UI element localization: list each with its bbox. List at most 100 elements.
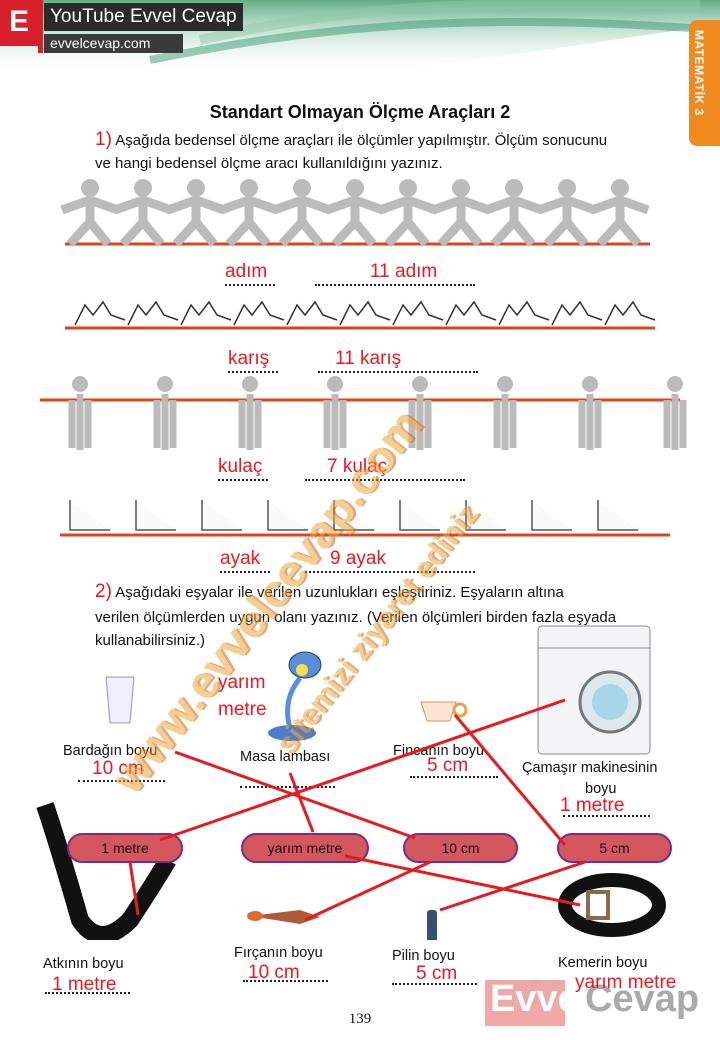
brush-icon [247,910,320,924]
option-1-metre[interactable]: 1 metre [67,833,183,863]
foot-icon [399,500,440,531]
dots [305,571,475,573]
item-label-battery: Pilin boyu [392,948,455,964]
arm-span-person-icon [68,394,92,450]
walking-person-icon [558,179,576,197]
battery-icon [427,910,437,940]
item-answer-battery: 5 cm [416,963,458,984]
answer-result-1: 11 adım [370,261,438,282]
walking-person-icon [219,195,279,248]
arm-span-person-icon [412,376,428,392]
hand-span-icon [392,300,444,326]
walking-person-icon [431,195,491,248]
q2-text: Aşağıdaki eşyalar ile verilen uzunluklar… [115,584,564,601]
brand-logo-e: E [0,0,38,46]
dots [243,980,328,982]
walking-person-icon [166,195,226,248]
item-answer-lamp-1: yarım [218,672,266,693]
q2-line2: verilen ölçümlerden uygun olanı yazınız.… [95,609,617,626]
belt-icon [558,873,666,937]
hand-span-icon [339,300,391,326]
youtube-label[interactable]: YouTube Evvel Cevap [44,3,243,31]
item-label-glass: Bardağın boyu [63,743,158,759]
arm-span-person-icon [153,394,177,450]
arm-span-person-icon [157,376,173,392]
foot-icon [201,500,242,531]
arm-span-person-icon [238,394,262,450]
walking-person-icon [60,195,120,248]
option-10-cm[interactable]: 10 cm [403,833,518,863]
q2-line3: kullanabilirsiniz.) [95,632,206,649]
cup-icon [420,701,468,722]
answer-tool-4: ayak [220,548,261,569]
scarf-icon [36,802,176,940]
arm-span-person-icon [72,376,88,392]
item-answer-lamp-2: metre [218,699,267,720]
answer-tool-3: kulaç [218,456,263,477]
dots [318,371,478,373]
dots [392,983,477,985]
subject-tab-label: MATEMATİK 3 [692,30,706,116]
logo-text-right: Cevap [585,978,700,1020]
answer-tool-1: adım [225,261,268,282]
foot-icon [333,500,374,531]
dots [315,284,475,286]
dots [563,815,650,817]
walking-person-icon [590,195,650,248]
logo-text-left: Evvel [490,978,590,1020]
body-measure-illustrations [40,179,687,537]
item-label-scarf: Atkının boyu [43,956,124,972]
arm-span-person-icon [323,394,347,450]
arm-span-person-icon [582,376,598,392]
walking-person-icon [325,195,385,248]
item-label-brush: Fırçanın boyu [234,945,323,961]
walking-person-icon [81,179,99,197]
answer-result-3: 7 kulaç [327,456,388,477]
answer-tool-2: karış [228,348,270,369]
walking-person-icon [293,179,311,197]
q2-line1: 2) Aşağıdaki eşyalar ile verilen uzunluk… [95,580,564,604]
walking-person-icon [537,195,597,248]
walking-person-icon [378,195,438,248]
site-link[interactable]: evvelcevap.com [44,34,183,53]
dots [220,571,270,573]
dots [240,786,335,788]
item-label-washer-2: boyu [585,781,617,797]
hand-span-icon [127,300,179,326]
q1-number: 1) [95,129,112,150]
hand-span-icon [551,300,603,326]
item-answer-scarf: 1 metre [52,974,117,995]
walking-person-icon [187,179,205,197]
arm-span-person-icon [408,394,432,450]
hand-span-icon [498,300,550,326]
hand-span-icon [74,300,126,326]
item-answer-washer: 1 metre [560,795,625,816]
option-yarim-metre[interactable]: yarım metre [241,833,369,863]
answer-result-2: 11 karış [335,348,402,369]
arm-span-person-icon [493,394,517,450]
hand-span-icon [180,300,232,326]
answer-result-4: 9 ayak [330,548,386,569]
foot-icon [531,500,572,531]
q2-number: 2) [95,581,112,602]
glass-icon [105,676,135,724]
dots [218,479,268,481]
foot-icon [69,500,110,531]
item-label-belt: Kemerin boyu [558,955,648,971]
dots [78,780,165,782]
arm-span-person-icon [327,376,343,392]
evvelcevap-logo [485,980,565,1026]
foot-icon [135,500,176,531]
option-5-cm[interactable]: 5 cm [557,833,672,863]
arm-span-person-icon [578,394,602,450]
dots [410,776,498,778]
walking-person-icon [505,179,523,197]
dots [225,284,275,286]
dots [305,479,465,481]
item-answer-cup: 5 cm [427,755,469,776]
dots [45,992,130,994]
foot-icon [465,500,506,531]
page-title: Standart Olmayan Ölçme Araçları 2 [209,102,511,122]
walking-person-icon [113,195,173,248]
walking-person-icon [611,179,629,197]
